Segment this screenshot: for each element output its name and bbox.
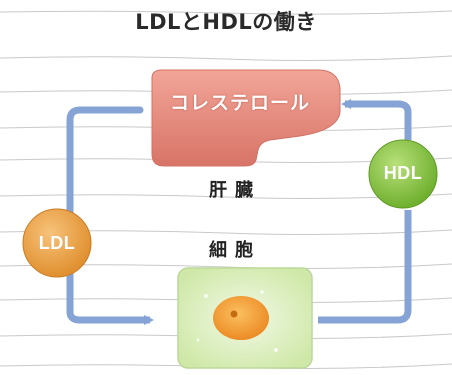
liver-label: 肝臓 [209,180,261,201]
ldl-label: LDL [38,233,76,253]
cell-nucleus [213,296,269,340]
cholesterol-label: コレステロール [169,92,310,114]
cell-shape [177,267,313,369]
arrow-liver-to-cell [66,106,154,325]
arrow-cell-to-liver [318,99,412,324]
cell-label: 細胞 [209,240,261,261]
ldl-ball [22,208,92,278]
liver-shape [151,69,341,167]
hdl-ball [368,139,438,209]
diagram-title: LDLとHDLの働き [135,10,317,34]
hdl-label: HDL [383,163,423,183]
